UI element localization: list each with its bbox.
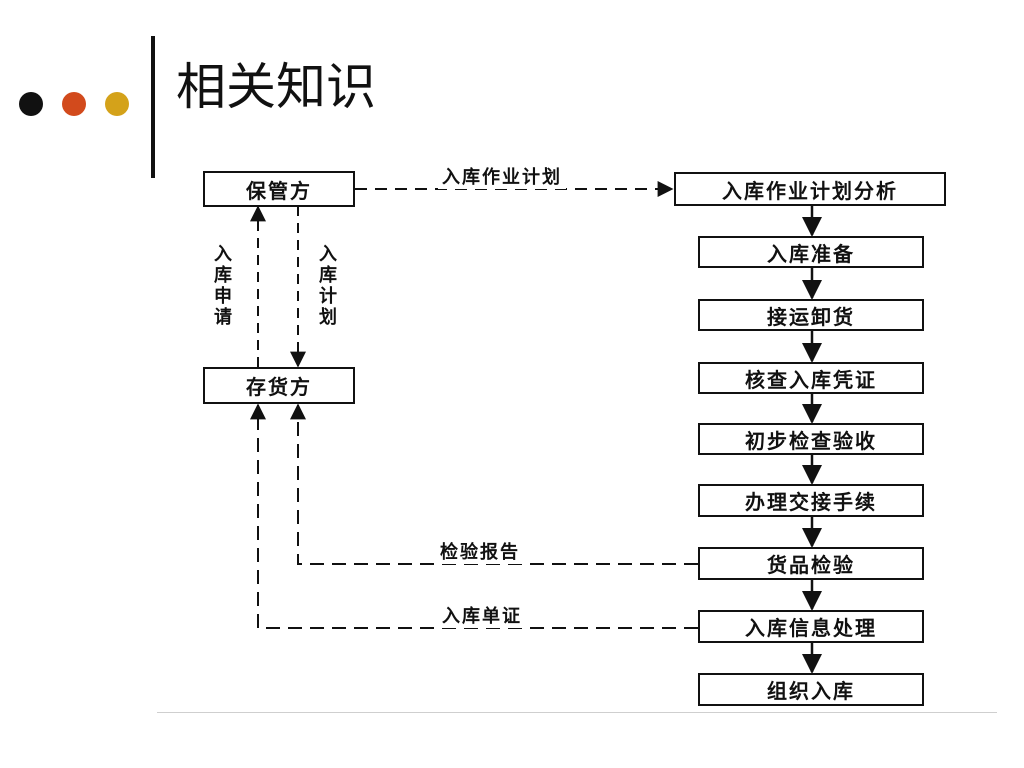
slide-title: 相关知识 bbox=[176, 58, 376, 116]
node-storage: 组织入库 bbox=[698, 673, 924, 706]
node-handover: 办理交接手续 bbox=[698, 484, 924, 517]
label-report: 检验报告 bbox=[436, 538, 524, 564]
title-bullet-dot-1 bbox=[19, 92, 43, 116]
edge-report bbox=[290, 403, 698, 565]
node-storer: 保管方 bbox=[203, 171, 355, 207]
node-depositor: 存货方 bbox=[203, 367, 355, 404]
label-plan: 入库作业计划 bbox=[438, 163, 566, 189]
title-bullet-dot-2 bbox=[62, 92, 86, 116]
node-plan-analysis: 入库作业计划分析 bbox=[674, 172, 946, 206]
bottom-rule bbox=[157, 712, 997, 713]
title-divider bbox=[151, 36, 155, 178]
edge-voucher bbox=[250, 403, 698, 629]
label-request: 入库申请 bbox=[212, 244, 234, 328]
label-voucher: 入库单证 bbox=[438, 602, 526, 628]
label-schedule: 入库计划 bbox=[317, 244, 339, 328]
node-verify-docs: 核查入库凭证 bbox=[698, 362, 924, 394]
title-bullet-dot-3 bbox=[105, 92, 129, 116]
node-unload: 接运卸货 bbox=[698, 299, 924, 331]
node-inspection: 货品检验 bbox=[698, 547, 924, 580]
node-initial-check: 初步检查验收 bbox=[698, 423, 924, 455]
node-prep: 入库准备 bbox=[698, 236, 924, 268]
node-info-processing: 入库信息处理 bbox=[698, 610, 924, 643]
